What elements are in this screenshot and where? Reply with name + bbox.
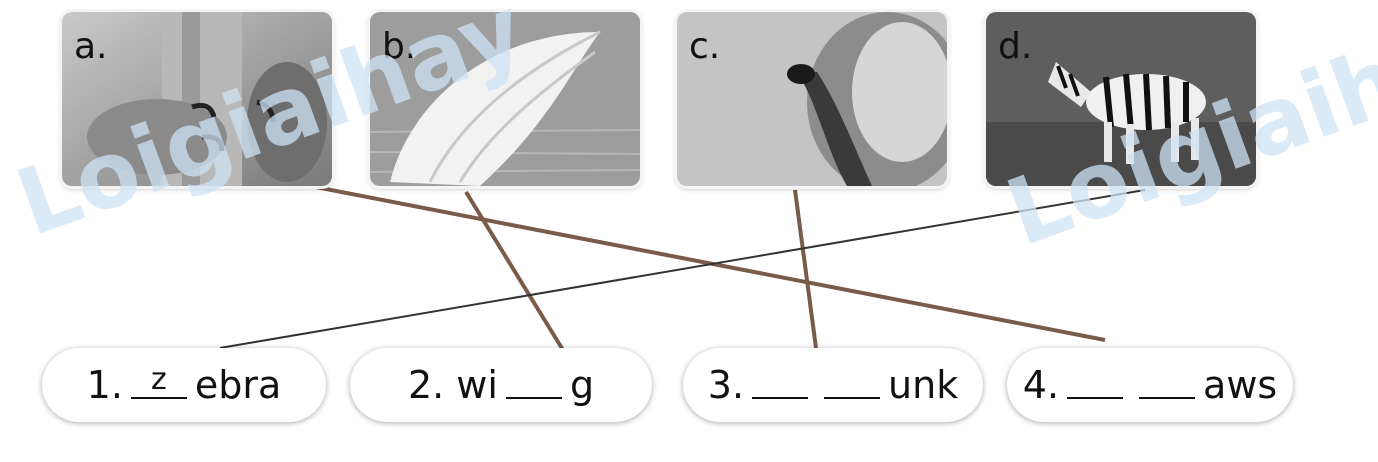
word-prefix: wi: [456, 363, 498, 407]
word-suffix: g: [569, 363, 595, 407]
answer-blank[interactable]: [752, 397, 809, 399]
picture-c-trunk[interactable]: c.: [677, 12, 947, 186]
word-number: 3.: [707, 363, 745, 407]
word-suffix: unk: [888, 363, 959, 407]
answer-blank[interactable]: [1139, 397, 1196, 399]
answer-blank[interactable]: z: [130, 365, 187, 399]
word-number: 1.: [86, 363, 123, 407]
picture-label: d.: [998, 26, 1033, 67]
word-suffix: ebra: [194, 363, 282, 407]
wing-illustration: [370, 12, 640, 186]
claws-illustration: [62, 12, 332, 186]
picture-label: b.: [382, 26, 417, 67]
picture-d-zebra[interactable]: d.: [986, 12, 1256, 186]
picture-a-claws[interactable]: a.: [62, 12, 332, 186]
word-number: 4.: [1022, 363, 1060, 407]
word-box-2[interactable]: 2. wi g: [350, 348, 652, 422]
word-box-3[interactable]: 3. unk: [683, 348, 983, 422]
line-c-to-3: [793, 189, 818, 349]
picture-label: a.: [74, 26, 108, 67]
word-suffix: aws: [1203, 363, 1278, 407]
word-box-4[interactable]: 4. aws: [1007, 348, 1293, 422]
line-d-to-1: [219, 189, 1146, 349]
answer-blank[interactable]: [1067, 397, 1124, 399]
picture-label: c.: [689, 26, 721, 67]
picture-b-wing[interactable]: b.: [370, 12, 640, 186]
zebra-illustration: [986, 12, 1256, 186]
word-box-1[interactable]: 1. z ebra: [42, 348, 326, 422]
word-number: 2.: [407, 363, 445, 407]
trunk-illustration: [677, 12, 947, 186]
line-b-to-2: [464, 190, 565, 352]
line-a-to-4: [294, 181, 1106, 342]
answer-blank[interactable]: [824, 397, 881, 399]
answer-blank[interactable]: [505, 397, 562, 399]
blank-answer: z: [151, 362, 167, 397]
